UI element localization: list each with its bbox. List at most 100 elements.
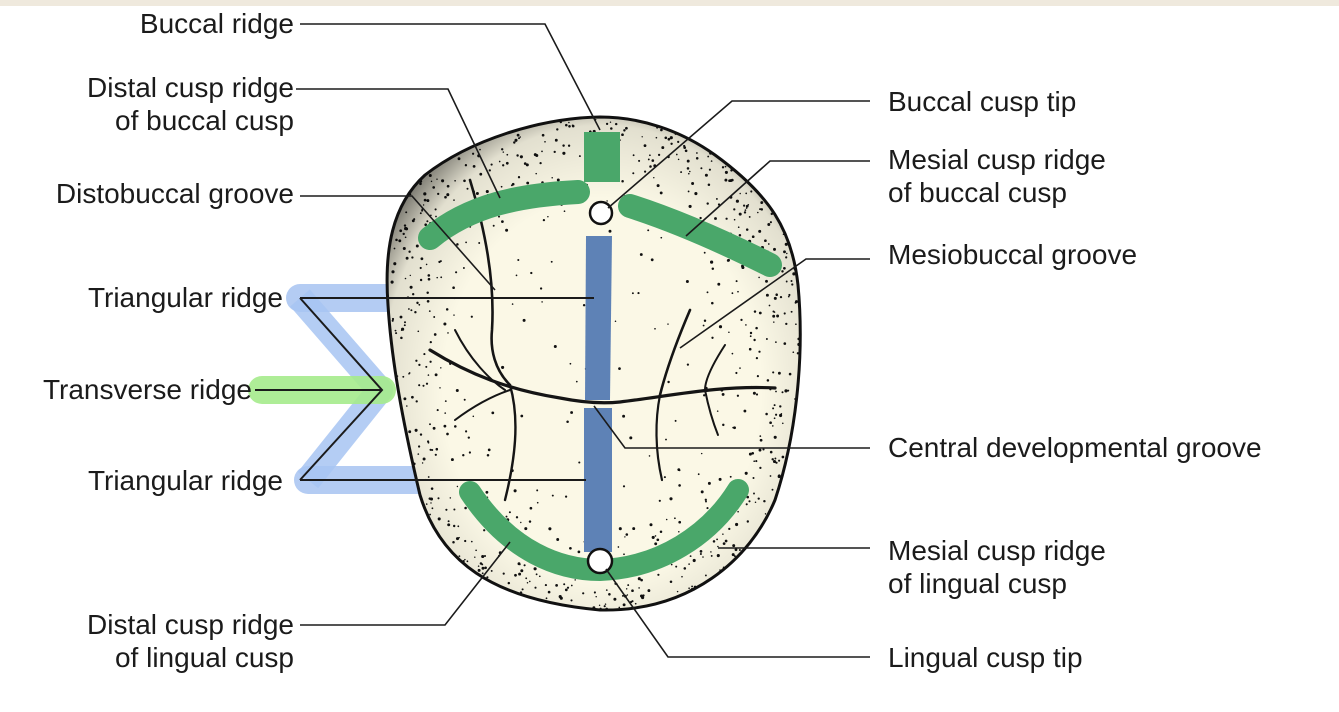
stipple-dot xyxy=(719,602,722,605)
top-border-strip xyxy=(0,0,1339,6)
stipple-dot xyxy=(400,612,403,615)
stipple-dot xyxy=(779,561,783,565)
stipple-dot xyxy=(762,608,765,611)
stipple-dot xyxy=(391,184,395,189)
stipple-dot xyxy=(410,571,414,575)
stipple-dot xyxy=(799,471,801,474)
stipple-dot xyxy=(407,556,411,560)
stipple-dot xyxy=(798,207,800,210)
stipple-dot xyxy=(733,586,735,589)
stipple-dot xyxy=(414,596,417,599)
stipple-dot xyxy=(470,598,473,601)
stipple-dot xyxy=(389,582,393,585)
stipple-dot xyxy=(448,612,450,614)
stipple-dot xyxy=(435,155,438,158)
stipple-dot xyxy=(777,540,780,543)
stipple-dot xyxy=(400,423,403,426)
stipple-dot xyxy=(387,596,389,600)
stipple-dot xyxy=(801,154,803,156)
stipple-dot xyxy=(669,606,672,608)
stipple-dot xyxy=(666,606,669,608)
stipple-dot xyxy=(681,118,684,121)
stipple-dot xyxy=(580,115,582,117)
stipple-dot xyxy=(793,539,797,543)
stipple-dot xyxy=(388,181,391,184)
stipple-dot xyxy=(791,449,795,452)
stipple-dot xyxy=(516,117,519,119)
stipple-dot xyxy=(771,517,774,520)
stipple-dot xyxy=(387,532,388,536)
stipple-dot xyxy=(403,504,406,507)
stipple-dot xyxy=(403,499,406,503)
stipple-dot xyxy=(464,119,467,122)
stipple-dot xyxy=(732,582,735,585)
stipple-dot xyxy=(722,602,725,605)
stipple-dot xyxy=(396,613,398,615)
stipple-dot xyxy=(791,459,794,463)
stipple-dot xyxy=(490,605,493,608)
stipple-dot xyxy=(424,145,427,148)
stipple-dot xyxy=(718,587,721,591)
buccal-cusp-tip-marker xyxy=(588,200,614,226)
leader-buccal-ridge xyxy=(300,23,601,131)
label-transverse-ridge: Transverse ridge xyxy=(42,374,252,405)
stipple-dot xyxy=(449,561,453,564)
stipple-dot xyxy=(774,136,777,140)
stipple-dot xyxy=(414,502,416,505)
stipple-dot xyxy=(787,502,790,506)
stipple-dot xyxy=(754,149,758,152)
stipple-dot xyxy=(392,563,396,567)
stipple-dot xyxy=(496,602,498,604)
stipple-dot xyxy=(443,134,447,137)
stipple-dot xyxy=(802,296,804,298)
stipple-dot xyxy=(438,549,442,553)
stipple-dot xyxy=(644,114,646,116)
stipple-dot xyxy=(387,524,388,526)
stipple-dot xyxy=(399,547,402,550)
stipple-dot xyxy=(799,423,801,426)
stipple-dot xyxy=(786,551,789,554)
stipple-dot xyxy=(795,465,797,468)
leader-lingual-cusp-tip xyxy=(605,568,870,658)
stipple-dot xyxy=(387,331,388,334)
stipple-dot xyxy=(387,131,388,134)
stipple-dot xyxy=(707,586,711,590)
stipple-dot xyxy=(448,153,451,155)
stipple-dot xyxy=(729,571,732,575)
distal-cusp-ridge-buccal-band xyxy=(418,180,590,250)
stipple-dot xyxy=(786,595,789,598)
stipple-dot xyxy=(405,545,407,548)
stipple-dot xyxy=(800,154,801,158)
stipple-dot xyxy=(445,151,447,154)
stipple-dot xyxy=(792,502,795,505)
stipple-dot xyxy=(507,607,511,610)
stipple-dot xyxy=(787,575,790,579)
stipple-dot xyxy=(390,539,394,543)
stipple-dot xyxy=(784,475,788,479)
stipple-dot xyxy=(426,125,429,128)
stipple-dot xyxy=(787,130,791,133)
groove-branch-3 xyxy=(704,344,726,391)
stipple-dot xyxy=(391,177,395,181)
stipple-dot xyxy=(395,518,398,521)
leader-mesiobuccal-groove xyxy=(679,258,870,349)
stipple-dot xyxy=(486,125,490,129)
stipple-dot xyxy=(742,556,744,559)
stipple-dot xyxy=(418,597,422,601)
stipple-dot xyxy=(526,605,529,608)
stipple-dot xyxy=(419,137,422,139)
stipple-dot xyxy=(411,528,414,530)
stipple-dot xyxy=(455,146,459,149)
stipple-dot xyxy=(782,133,786,137)
stipple-dot xyxy=(741,151,744,154)
stipple-dot xyxy=(768,136,772,139)
label-mesial-cusp-ridge-buccal: Mesial cusp ridge of buccal cusp xyxy=(888,144,1106,208)
stipple-dot xyxy=(425,534,428,537)
stipple-dot xyxy=(453,578,456,581)
stipple-dot xyxy=(398,587,401,589)
stipple-dot xyxy=(801,492,803,494)
stipple-dot xyxy=(465,118,467,120)
stipple-dot xyxy=(777,517,781,521)
stipple-dot xyxy=(739,566,743,570)
stipple-dot xyxy=(789,556,794,560)
